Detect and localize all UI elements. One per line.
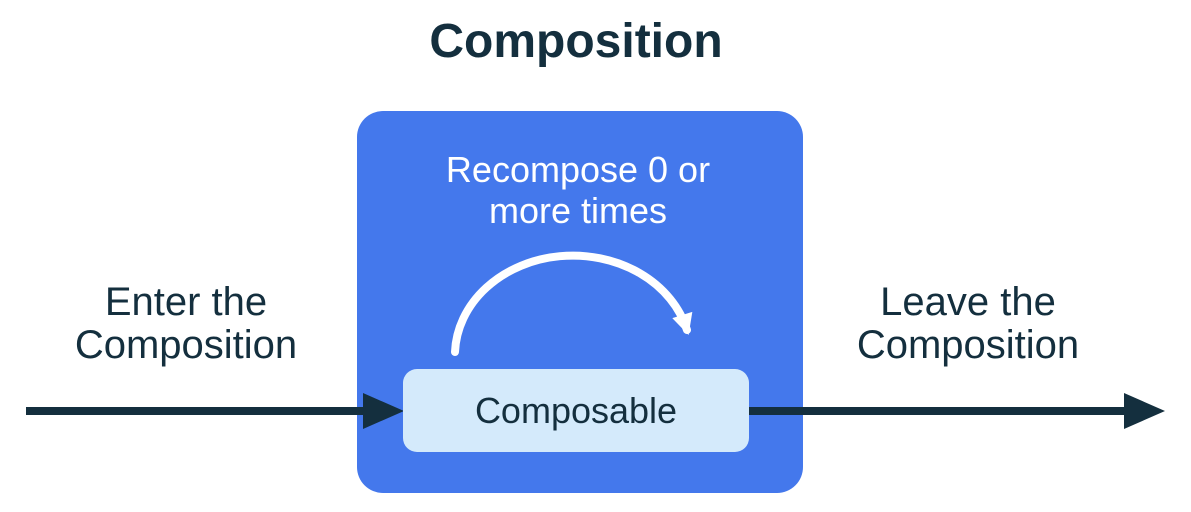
composable-box-label: Composable bbox=[474, 389, 678, 431]
enter-composition-label: Enter the Composition bbox=[75, 281, 297, 367]
recompose-label-line1: Recompose 0 or bbox=[445, 149, 711, 190]
leave-arrow-icon bbox=[749, 393, 1165, 429]
recompose-label: Recompose 0 or more times bbox=[446, 149, 710, 231]
diagram-title: Composition bbox=[429, 15, 723, 68]
leave-composition-label-line1: Leave the bbox=[880, 280, 1056, 324]
composable-box: Composable bbox=[403, 369, 749, 452]
recompose-label-line2: more times bbox=[488, 190, 668, 231]
enter-composition-label-line1: Enter the bbox=[104, 280, 268, 324]
enter-arrow-icon bbox=[26, 393, 404, 429]
leave-composition-label: Leave the Composition bbox=[857, 281, 1079, 367]
leave-composition-label-line2: Composition bbox=[856, 323, 1080, 367]
enter-composition-label-line2: Composition bbox=[74, 323, 298, 367]
